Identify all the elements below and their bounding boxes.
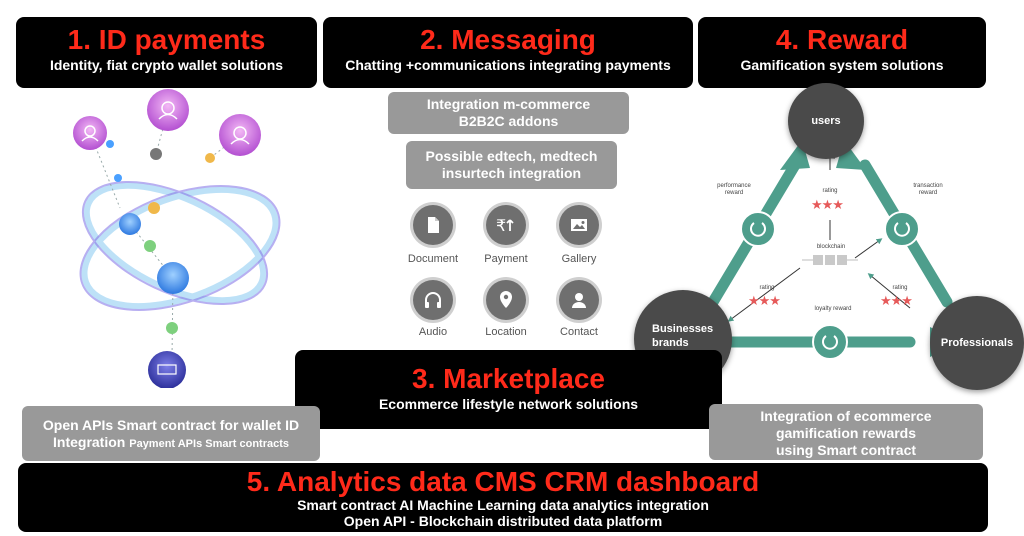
gallery-icon[interactable] xyxy=(559,205,599,245)
id-note-line2-small: Payment APIs Smart contracts xyxy=(129,438,289,450)
analytics-footer: 5. Analytics data CMS CRM dashboard Smar… xyxy=(18,463,988,532)
id-note-line1: Open APIs Smart contract for wallet ID xyxy=(42,417,300,433)
marketplace-header: 3. Marketplace Ecommerce lifestyle netwo… xyxy=(295,350,722,429)
professionals-node: Professionals xyxy=(930,296,1024,390)
rating-right-stars: ★★★ xyxy=(880,293,913,308)
id-payments-subtitle: Identity, fiat crypto wallet solutions xyxy=(49,57,284,73)
reward-title: 4. Reward xyxy=(775,24,909,55)
edtech-line1: Possible edtech, medtech xyxy=(425,148,598,164)
loyalty-reward-label: loyalty reward xyxy=(814,306,852,312)
users-node: users xyxy=(788,83,864,159)
rating-left-stars: ★★★ xyxy=(748,293,781,308)
mcommerce-note: Integration m-commerce B2B2C addons xyxy=(388,92,629,134)
reward-note-line3: using Smart contract xyxy=(775,442,917,458)
id-note-line2-main: Integration xyxy=(53,434,126,450)
svg-text:₹: ₹ xyxy=(496,216,506,235)
edtech-line2: insurtech integration xyxy=(441,165,582,181)
reward-note-line2: gamification rewards xyxy=(775,425,917,441)
location-label: Location xyxy=(485,326,527,338)
edtech-note: Possible edtech, medtech insurtech integ… xyxy=(406,141,617,189)
contact-label: Contact xyxy=(560,326,598,338)
document-label: Document xyxy=(407,253,459,265)
transaction-reward-label: transaction reward xyxy=(913,183,943,196)
messaging-subtitle: Chatting +communications integrating pay… xyxy=(345,57,671,73)
reward-integration-note: Integration of ecommerce gamification re… xyxy=(709,404,983,460)
id-network-illustration xyxy=(73,89,281,388)
blockchain-label: blockchain xyxy=(816,244,846,250)
rating-top-stars: ★★★ xyxy=(811,197,844,212)
mcommerce-line2: B2B2C addons xyxy=(458,113,559,129)
location-icon[interactable] xyxy=(486,280,526,320)
id-payments-header: 1. ID payments Identity, fiat crypto wal… xyxy=(16,17,317,88)
document-icon[interactable] xyxy=(413,205,453,245)
payment-icon[interactable]: ₹ xyxy=(486,205,526,245)
id-payments-title: 1. ID payments xyxy=(67,24,266,55)
id-note-line2: Integration Payment APIs Smart contracts xyxy=(22,434,320,453)
reward-note-line1: Integration of ecommerce xyxy=(760,408,932,424)
payment-label: Payment xyxy=(484,253,528,265)
businesses-node-label: Businesses brands xyxy=(652,323,714,349)
gallery-label: Gallery xyxy=(561,253,597,265)
contact-icon[interactable] xyxy=(559,280,599,320)
messaging-title: 2. Messaging xyxy=(420,24,596,55)
messaging-header: 2. Messaging Chatting +communications in… xyxy=(323,17,693,88)
rating-right-label: rating xyxy=(892,285,908,291)
reward-header: 4. Reward Gamification system solutions xyxy=(698,17,986,88)
audio-label: Audio xyxy=(418,326,448,338)
marketplace-subtitle: Ecommerce lifestyle network solutions xyxy=(378,396,639,412)
analytics-line1: Smart contract AI Machine Learning data … xyxy=(297,497,709,513)
analytics-title: 5. Analytics data CMS CRM dashboard xyxy=(246,466,760,497)
analytics-line2: Open API - Blockchain distributed data p… xyxy=(343,513,663,529)
marketplace-title: 3. Marketplace xyxy=(412,363,605,394)
rating-left-label: rating xyxy=(759,285,775,291)
mcommerce-line1: Integration m-commerce xyxy=(426,96,591,112)
performance-reward-label: performance reward xyxy=(717,183,751,196)
rating-top-label: rating xyxy=(822,188,838,194)
id-api-note: Open APIs Smart contract for wallet ID I… xyxy=(22,406,320,461)
reward-subtitle: Gamification system solutions xyxy=(740,57,944,73)
headphones-icon[interactable] xyxy=(413,280,453,320)
